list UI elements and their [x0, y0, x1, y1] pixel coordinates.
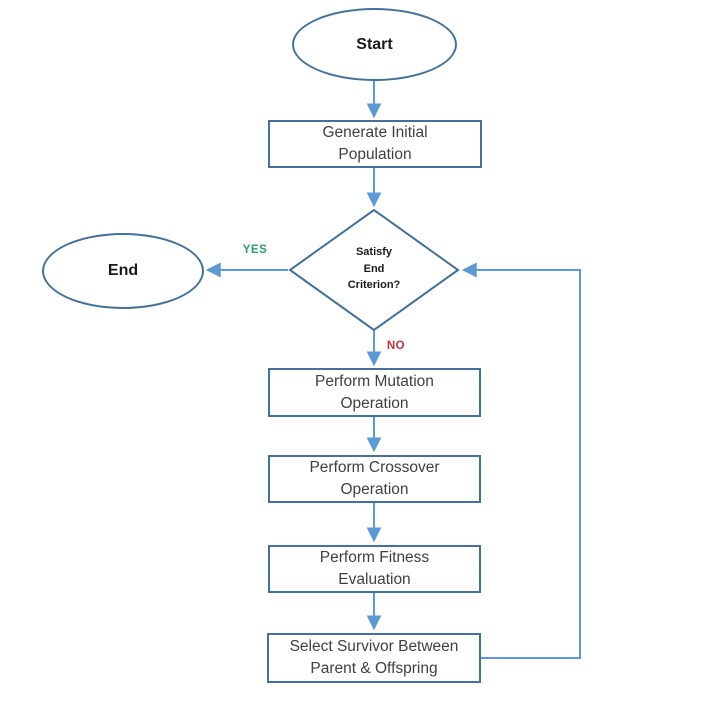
node-decision-label: Satisfy End Criterion? [347, 246, 401, 291]
node-start-label: Start [356, 35, 393, 53]
node-select-label: Select Survivor Between Parent & Offspri… [289, 638, 459, 677]
edge-label-no: NO [386, 340, 406, 352]
node-generate-initial-population: Generate Initial Population [268, 120, 482, 168]
node-start: Start [292, 8, 457, 81]
arrow-select-to-decision-feedback [461, 262, 581, 659]
node-mutation-label: Perform Mutation Operation [315, 372, 434, 412]
node-perform-fitness: Perform Fitness Evaluation [268, 545, 481, 593]
node-generate-label: Generate Initial Population [322, 124, 428, 163]
node-perform-crossover: Perform Crossover Operation [268, 455, 481, 503]
node-select-survivor: Select Survivor Between Parent & Offspri… [267, 633, 481, 683]
decision-diamond-shape [288, 208, 460, 332]
edge-label-yes: YES [242, 244, 268, 256]
node-end: End [42, 233, 204, 309]
node-perform-mutation: Perform Mutation Operation [268, 368, 481, 417]
node-crossover-label: Perform Crossover Operation [309, 459, 440, 498]
node-end-label: End [107, 262, 139, 279]
node-fitness-label: Perform Fitness Evaluation [319, 549, 430, 588]
